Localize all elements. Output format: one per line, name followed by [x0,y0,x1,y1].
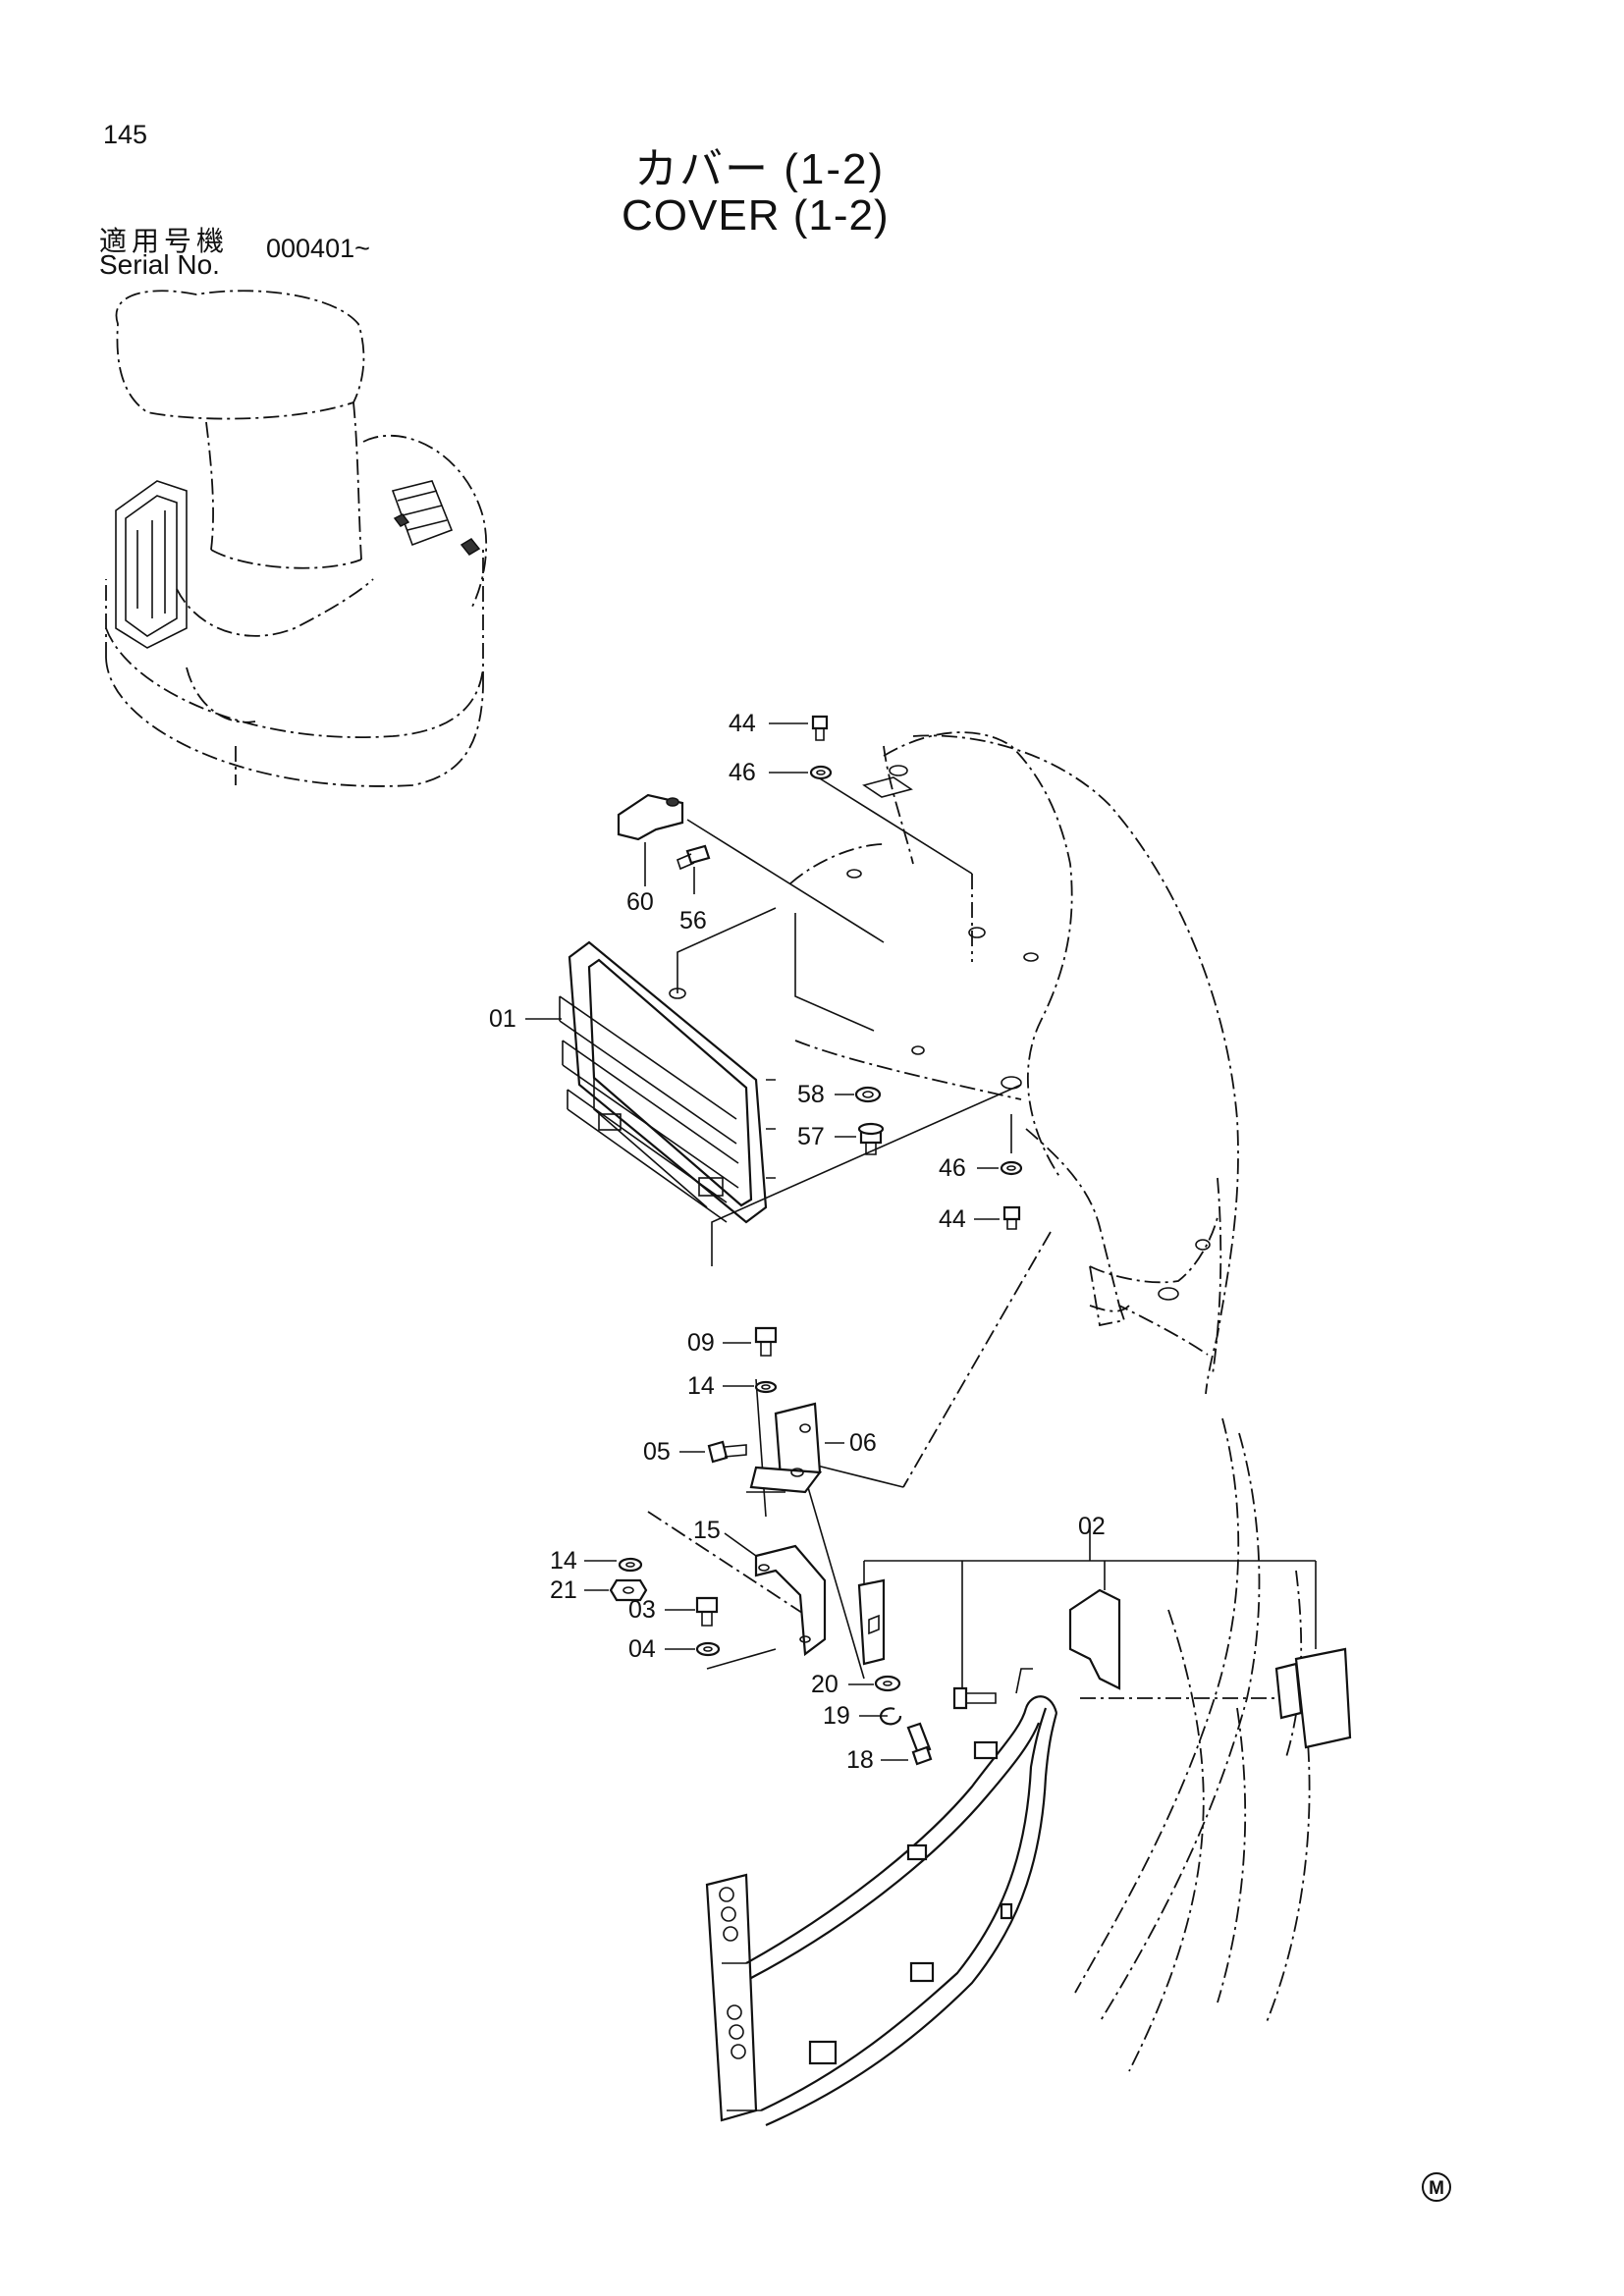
machine-overview-illustration [105,290,488,787]
callout-44-lower: 44 [939,1205,966,1233]
callout-19: 19 [823,1702,850,1730]
callout-57: 57 [797,1123,825,1150]
callout-46-lower: 46 [939,1154,966,1182]
cover-panel [789,731,1239,1395]
serial-label-english: Serial No. [99,249,220,280]
callout-58: 58 [797,1081,825,1108]
page-number: 145 [103,120,148,149]
callout-21: 21 [550,1576,577,1604]
callout-06: 06 [849,1429,877,1457]
serial-label-japanese: 適用号機 [99,226,230,256]
callout-18: 18 [846,1746,874,1774]
callout-20: 20 [811,1671,839,1698]
hardware-parts [609,715,1352,1766]
callout-04: 04 [628,1635,656,1663]
callout-15: 15 [693,1517,721,1544]
manufacturer-mark: M [1422,2172,1451,2202]
callout-14-lower: 14 [550,1547,577,1575]
callout-56: 56 [679,907,707,934]
page-title-japanese: カバー (1-2) [634,145,886,193]
callout-05: 05 [643,1438,671,1466]
assembly-lines [647,774,1317,1699]
serial-range: 000401~ [266,234,370,263]
callout-09: 09 [687,1329,715,1357]
callout-01: 01 [489,1005,516,1033]
callout-60: 60 [626,888,654,916]
page-title-english: COVER (1-2) [622,191,890,240]
callout-44-top: 44 [729,710,756,737]
callout-02: 02 [1078,1513,1106,1540]
callout-labels: 44 46 60 56 01 58 57 46 44 09 14 05 06 1… [489,710,1106,1774]
callout-03: 03 [628,1596,656,1624]
lower-cover-arcs [1074,1417,1311,2072]
callout-leaders [525,722,1000,1761]
grille-guard [559,940,776,1224]
callout-14-upper: 14 [687,1372,715,1400]
handrail-frame [705,1668,1058,2127]
callout-46-top: 46 [729,759,756,786]
